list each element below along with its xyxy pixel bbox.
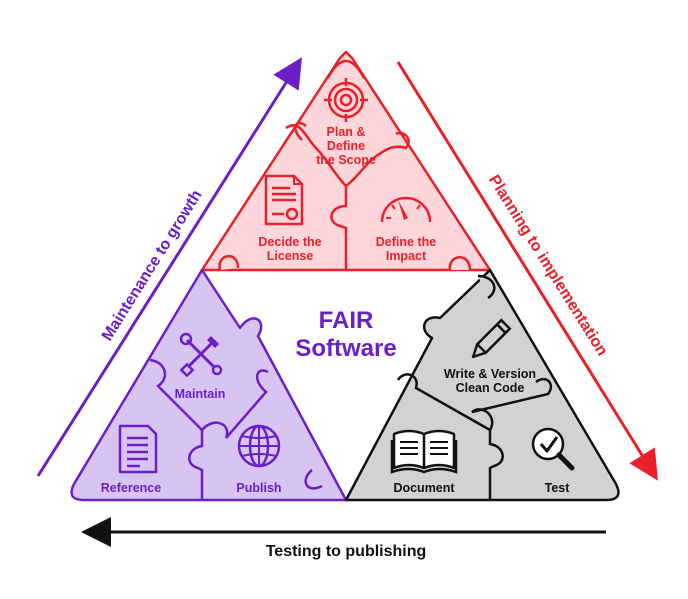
test-label: Test xyxy=(545,481,571,495)
write-label-line1: Write & Version xyxy=(444,367,536,381)
right-divider-upper xyxy=(396,373,553,432)
globe-icon xyxy=(237,424,281,468)
top-divider-right xyxy=(345,131,410,188)
publish-label: Publish xyxy=(236,481,281,495)
maintain-label: Maintain xyxy=(175,387,226,401)
write-label-line2: Clean Code xyxy=(456,381,525,395)
pencil-icon xyxy=(471,318,512,359)
center-title-line1: FAIR xyxy=(319,307,374,334)
left-arrow xyxy=(36,57,303,477)
right-divider-lower xyxy=(488,430,504,500)
plan-label-line3: the Scope xyxy=(316,153,376,167)
center-title-line2: Software xyxy=(295,335,396,362)
left-section-maintenance: Maintain Reference Publish xyxy=(70,268,348,502)
license-label-line1: Decide the xyxy=(258,235,321,249)
left-triangle-shape xyxy=(70,268,348,502)
top-section-planning: Plan & Define the Scope Decide the Licen… xyxy=(200,50,492,272)
impact-label-line1: Define the xyxy=(376,235,436,249)
left-divider-lower xyxy=(188,430,204,500)
gauge-icon xyxy=(380,196,432,223)
document-icon xyxy=(264,174,304,226)
target-icon xyxy=(324,78,368,122)
plan-label-line1: Plan & xyxy=(327,125,366,139)
right-section-implementation: Write & Version Clean Code Document Test xyxy=(344,268,620,502)
document-label: Document xyxy=(393,481,455,495)
license-label-line2: License xyxy=(267,249,314,263)
plan-label-line2: Define xyxy=(327,139,365,153)
book-icon xyxy=(390,429,458,474)
right-arrow xyxy=(396,61,658,481)
reference-label: Reference xyxy=(101,481,161,495)
bottom-arrow-label: Testing to publishing xyxy=(266,543,427,560)
page-icon xyxy=(118,424,158,474)
tools-icon xyxy=(179,332,223,378)
impact-label-line2: Impact xyxy=(386,249,427,263)
left-divider-upper xyxy=(149,358,269,439)
magnifier-check-icon xyxy=(531,427,575,471)
top-divider-vertical xyxy=(330,186,348,270)
